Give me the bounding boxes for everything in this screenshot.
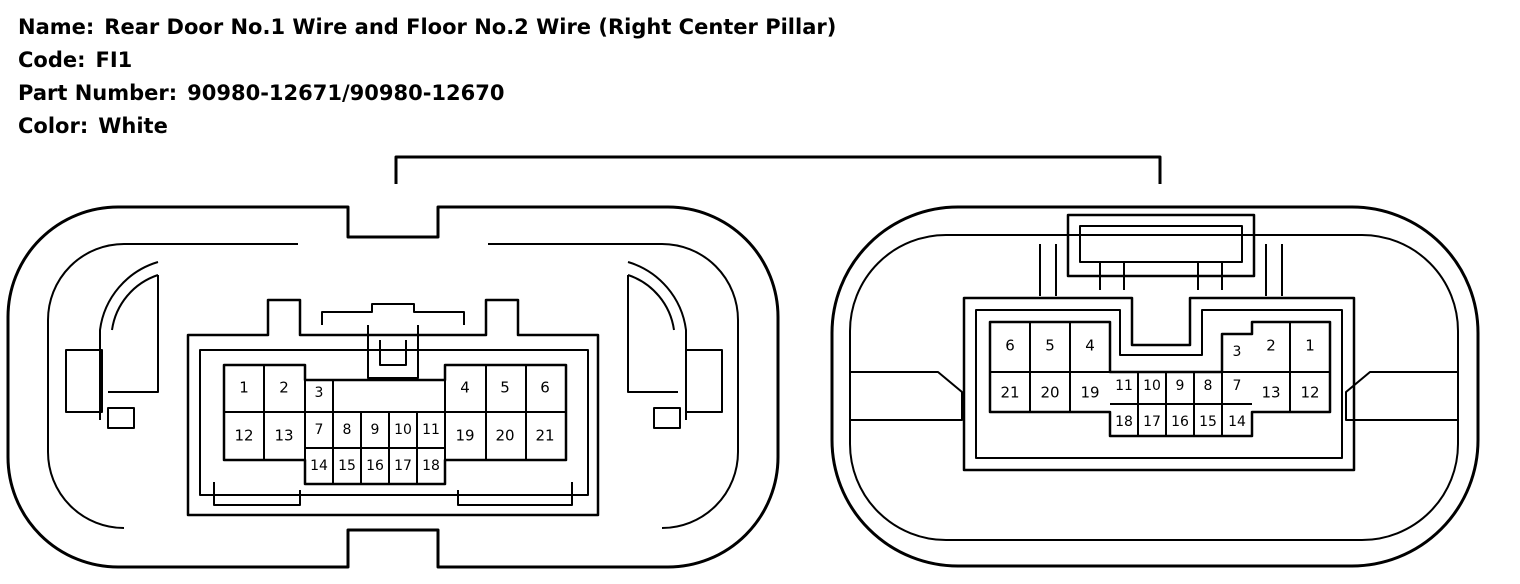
right-pin-5: 5	[1045, 337, 1055, 355]
left-pin-5: 5	[500, 379, 510, 397]
left-pin-21: 21	[535, 427, 554, 445]
right-pin-18: 18	[1115, 414, 1133, 430]
code-value: FI1	[95, 48, 133, 72]
left-latch-arc	[99, 261, 159, 420]
right-pin-14: 14	[1228, 414, 1246, 430]
left-pin-2: 2	[279, 379, 289, 397]
right-side-block	[685, 349, 723, 413]
right-top-cover-posts	[1099, 262, 1223, 290]
right-col-dividers-outer	[1029, 322, 1291, 412]
right-top-cover	[1066, 213, 1256, 278]
right-housing	[962, 296, 1356, 472]
right-pin-20: 20	[1040, 384, 1059, 402]
right-latch-inner	[627, 274, 678, 393]
part-number-value: 90980-12671/90980-12670	[187, 81, 505, 105]
right-pin-9: 9	[1176, 378, 1185, 394]
left-pin-19: 19	[455, 427, 474, 445]
right-pin-11: 11	[1115, 378, 1133, 394]
left-pin-11: 11	[422, 422, 440, 438]
part-number-line: Part Number: 90980-12671/90980-12670	[18, 81, 504, 105]
right-side-tab	[653, 407, 681, 429]
left-pin-1: 1	[239, 379, 249, 397]
left-pin-7: 7	[315, 422, 324, 438]
left-side-block	[65, 349, 103, 413]
right-pin-6: 6	[1005, 337, 1015, 355]
left-side-tab	[107, 407, 135, 429]
left-pin-16: 16	[366, 458, 384, 474]
connector-pair-bracket	[394, 155, 1162, 184]
left-inner-shell-right	[488, 243, 739, 529]
code-label: Code:	[18, 48, 86, 72]
left-pin-15: 15	[338, 458, 356, 474]
left-inner-shell-left	[47, 243, 298, 529]
right-pin-4: 4	[1085, 337, 1095, 355]
left-pin-9: 9	[371, 422, 380, 438]
right-pin-12: 12	[1300, 384, 1319, 402]
left-lock-slot	[367, 325, 419, 379]
code-line: Code: FI1	[18, 48, 132, 72]
left-housing	[186, 298, 600, 517]
name-value: Rear Door No.1 Wire and Floor No.2 Wire …	[104, 15, 837, 39]
left-housing-inner	[199, 349, 589, 496]
right-pin-21: 21	[1000, 384, 1019, 402]
right-inner-shell	[849, 234, 1459, 541]
left-pin-17: 17	[394, 458, 412, 474]
color-label: Color:	[18, 114, 89, 138]
right-connector-outline	[830, 205, 1480, 568]
left-lock-tab	[321, 303, 465, 325]
color-value: White	[98, 114, 168, 138]
part-number-label: Part Number:	[18, 81, 178, 105]
left-pin-20: 20	[495, 427, 514, 445]
right-housing-inner	[975, 309, 1343, 459]
right-col-dividers-inner	[1137, 372, 1223, 436]
right-latch-arc	[627, 261, 687, 420]
left-pin-12: 12	[234, 427, 253, 445]
left-pin-18: 18	[422, 458, 440, 474]
name-line: Name: Rear Door No.1 Wire and Floor No.2 …	[18, 15, 836, 39]
right-right-flange	[1345, 371, 1458, 421]
right-pin-7: 7	[1233, 378, 1242, 394]
left-pin-8: 8	[343, 422, 352, 438]
left-col-dividers-outer	[263, 365, 527, 484]
left-connector	[6, 205, 780, 569]
right-pin-16: 16	[1171, 414, 1189, 430]
right-left-flange	[850, 371, 963, 421]
left-col-dividers-inner	[332, 412, 418, 484]
right-connector	[830, 205, 1480, 568]
right-pin-19: 19	[1080, 384, 1099, 402]
left-housing-feet	[213, 482, 573, 506]
right-top-rails	[1039, 244, 1283, 296]
right-pin-13: 13	[1261, 384, 1280, 402]
name-label: Name:	[18, 15, 95, 39]
color-line: Color: White	[18, 114, 168, 138]
left-pin-13: 13	[274, 427, 293, 445]
right-pin-3: 3	[1233, 344, 1242, 360]
left-pin-14: 14	[310, 458, 328, 474]
right-pin-17: 17	[1143, 414, 1161, 430]
right-pin-10: 10	[1143, 378, 1161, 394]
left-pin-10: 10	[394, 422, 412, 438]
right-pin-15: 15	[1199, 414, 1217, 430]
right-top-cover-inner	[1079, 225, 1243, 263]
left-pin-3: 3	[315, 385, 324, 401]
left-connector-outline	[6, 205, 780, 569]
right-pin-1: 1	[1305, 337, 1315, 355]
right-pin-2: 2	[1266, 337, 1276, 355]
left-pin-4: 4	[460, 379, 470, 397]
right-pin-8: 8	[1204, 378, 1213, 394]
left-latch-inner	[108, 274, 159, 393]
left-pin-6: 6	[540, 379, 550, 397]
